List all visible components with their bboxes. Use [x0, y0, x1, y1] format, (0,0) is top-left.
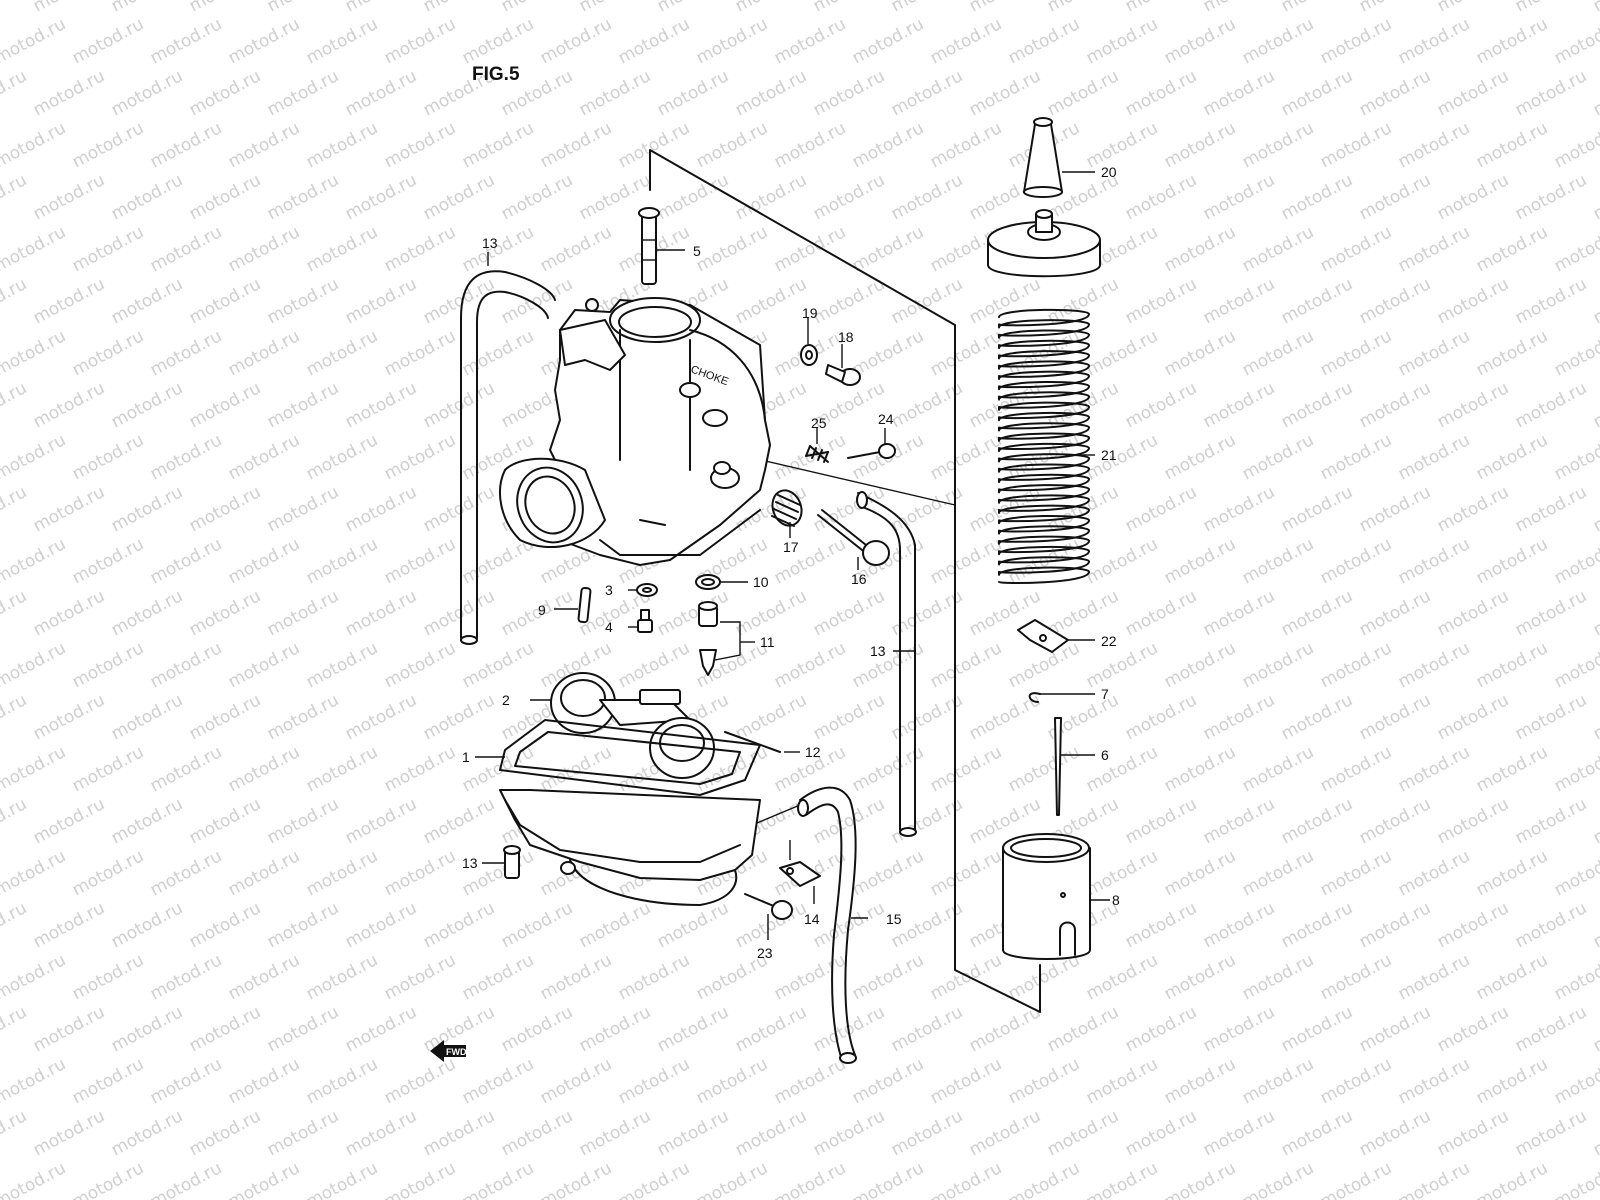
part-18-spring	[771, 489, 803, 527]
callout-15: 14	[804, 911, 820, 927]
callout-20: 19	[802, 305, 818, 321]
callout-14: 13	[462, 855, 478, 871]
callout-24: 23	[757, 945, 773, 961]
part-7-e-clip	[1028, 692, 1041, 703]
callout-8: 8	[1112, 892, 1120, 908]
float-bowl	[499, 789, 761, 906]
callout-19: 18	[838, 329, 854, 345]
callout-9: 9	[538, 602, 546, 618]
callout-2: 2	[502, 692, 510, 708]
carburetor-body: CHOKE	[499, 297, 771, 566]
callout-16: 15	[886, 911, 902, 927]
callout-1: 1	[462, 749, 470, 765]
part-4-jet	[637, 609, 653, 633]
watermark-text: motod.ru	[1590, 0, 1600, 16]
callout-11: 11	[760, 634, 775, 650]
fuel-hose-13-right	[856, 491, 917, 837]
part-21-rubber-cap	[1023, 117, 1063, 198]
part-11-needle-jet	[698, 601, 741, 676]
leader-lines	[475, 171, 1110, 940]
part-26-spring	[805, 445, 829, 463]
part-6-jet-needle	[1054, 717, 1062, 816]
callout-10: 10	[753, 574, 769, 590]
part-9-pin	[577, 586, 592, 624]
forward-arrow-icon: FWD	[430, 1040, 467, 1062]
callout-4: 4	[605, 619, 613, 635]
part-2-float	[550, 672, 715, 779]
callout-23: 22	[1101, 633, 1117, 649]
callout-labels: 5 13 19 18 25 24 17 16 10 3 4 9 11 12 2 …	[462, 164, 1120, 961]
callout-5: 5	[693, 243, 701, 259]
callout-18: 17	[783, 539, 799, 555]
part-23-needle-clip-plate	[1017, 619, 1069, 653]
callout-3: 3	[605, 582, 613, 598]
part-25-screw	[847, 443, 896, 459]
mixing-chamber-top	[987, 209, 1101, 278]
callout-6: 6	[1101, 747, 1109, 763]
part-1-gasket	[499, 719, 761, 796]
fuel-hose-13-left	[460, 270, 556, 645]
part-10-o-ring	[695, 574, 721, 590]
callout-21: 20	[1101, 164, 1117, 180]
callout-7: 7	[1101, 686, 1109, 702]
callout-26: 25	[811, 415, 827, 431]
part-12-float-pin	[724, 731, 781, 753]
part-3-washer	[636, 583, 658, 597]
callout-13-left: 13	[482, 235, 498, 251]
callout-13-right: 13	[870, 643, 886, 659]
part-19-screw	[825, 364, 861, 386]
part-17-screw	[817, 509, 890, 566]
callout-17: 16	[851, 571, 867, 587]
forward-arrow-label: FWD	[446, 1047, 467, 1057]
callout-22: 21	[1101, 447, 1117, 463]
callout-12: 12	[805, 744, 821, 760]
part-5-cable-adjuster	[638, 207, 660, 285]
overflow-hose-16	[797, 786, 857, 1064]
part-24-screw	[744, 893, 793, 920]
figure-title: FIG.5	[472, 64, 520, 85]
part-22-throttle-spring	[998, 308, 1090, 585]
part-20-washer	[800, 344, 818, 366]
part-14-drain-screw	[503, 845, 521, 879]
part-8-throttle-valve	[1002, 833, 1091, 960]
callout-25: 24	[878, 411, 894, 427]
part-15-bracket	[779, 861, 821, 887]
